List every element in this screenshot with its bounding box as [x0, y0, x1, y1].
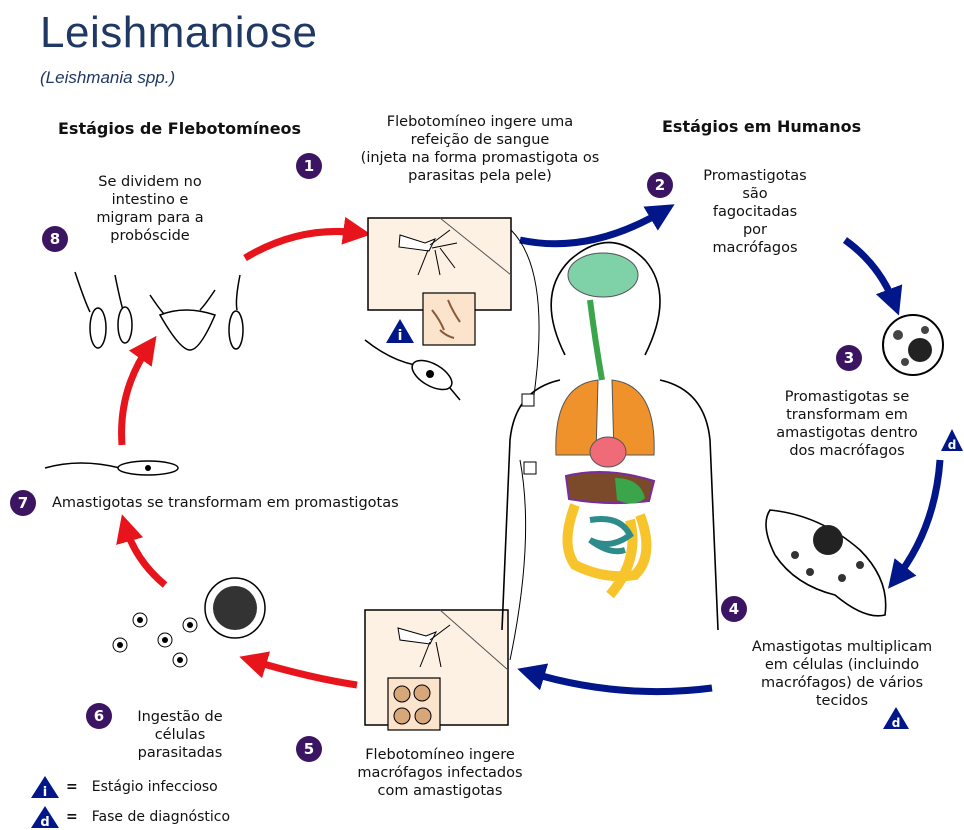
diagnostic-badge-letter-4: d — [892, 716, 901, 730]
legend-equals-1: = — [66, 779, 78, 795]
step-7-text: Amastigotas se transformam em promastigo… — [52, 494, 492, 512]
diagnostic-stage-badge-icon-3: d — [940, 428, 964, 452]
legend-diagnostic-label: Fase de diagnóstico — [92, 809, 230, 825]
sandfly-bite-panel-bottom — [365, 610, 508, 730]
arrow-5-to-6 — [250, 660, 357, 685]
step-7-number: 7 — [10, 490, 36, 516]
human-body — [502, 230, 718, 660]
step-8-number: 8 — [42, 226, 68, 252]
dividing-promastigotes-figure — [75, 272, 243, 350]
promastigote-elongated-figure — [45, 461, 178, 475]
parasitized-cells-figure — [113, 578, 265, 667]
step-5-number: 5 — [296, 736, 322, 762]
diagnostic-badge-letter-3: d — [948, 438, 957, 452]
svg-text:i: i — [43, 785, 47, 799]
arrow-6-to-7 — [125, 525, 165, 585]
step-1-text: Flebotomíneo ingere uma refeição de sang… — [325, 113, 635, 185]
macrophage-figure — [883, 315, 943, 375]
human-stages-heading: Estágios em Humanos — [662, 117, 861, 136]
step-2-number: 2 — [647, 172, 673, 198]
page-subtitle: (Leishmania spp.) — [40, 68, 175, 88]
arrow-7-to-8 — [122, 345, 150, 445]
sandfly-stages-heading: Estágios de Flebotomíneos — [58, 119, 301, 138]
arrow-8-to-1 — [245, 231, 360, 258]
arrow-3-to-4 — [895, 460, 940, 580]
step-3-text: Promastigotas se transformam em amastigo… — [762, 388, 932, 460]
step-6-text: Ingestão de células parasitadas — [120, 708, 240, 762]
svg-text:d: d — [40, 815, 49, 829]
diagnostic-stage-badge-icon-4: d — [882, 706, 910, 730]
brain — [568, 253, 638, 297]
legend-infective-label: Estágio infeccioso — [92, 779, 218, 795]
arrow-4-to-5 — [528, 672, 712, 692]
step-3-number: 3 — [836, 345, 862, 371]
step-5-text: Flebotomíneo ingere macrófagos infectado… — [340, 746, 540, 800]
infective-stage-badge-icon: i — [385, 318, 415, 344]
lung-left — [556, 380, 598, 455]
step-4-number: 4 — [721, 596, 747, 622]
legend-equals-2: = — [66, 809, 78, 825]
small-intestine — [590, 519, 630, 551]
promastigote-figure — [365, 340, 460, 400]
infective-badge-letter: i — [398, 328, 403, 344]
arrow-2-to-3 — [845, 240, 895, 305]
step-4-text: Amastigotas multiplicam em células (incl… — [726, 638, 958, 710]
legend-infective: i = Estágio infeccioso — [30, 775, 218, 799]
arrow-1-to-2 — [520, 210, 665, 244]
infected-cell-figure — [766, 510, 886, 616]
heart — [590, 437, 626, 467]
step-8-text: Se dividem no intestino e migram para a … — [80, 173, 220, 245]
legend-infective-icon: i — [30, 775, 60, 799]
step-1-number: 1 — [296, 153, 322, 179]
step-6-number: 6 — [86, 703, 112, 729]
legend-diagnostic: d = Fase de diagnóstico — [30, 805, 230, 829]
legend-diagnostic-icon: d — [30, 805, 60, 829]
page-title: Leishmaniose — [40, 8, 318, 58]
step-2-text: Promastigotas são fagocitadas por macróf… — [680, 167, 830, 257]
